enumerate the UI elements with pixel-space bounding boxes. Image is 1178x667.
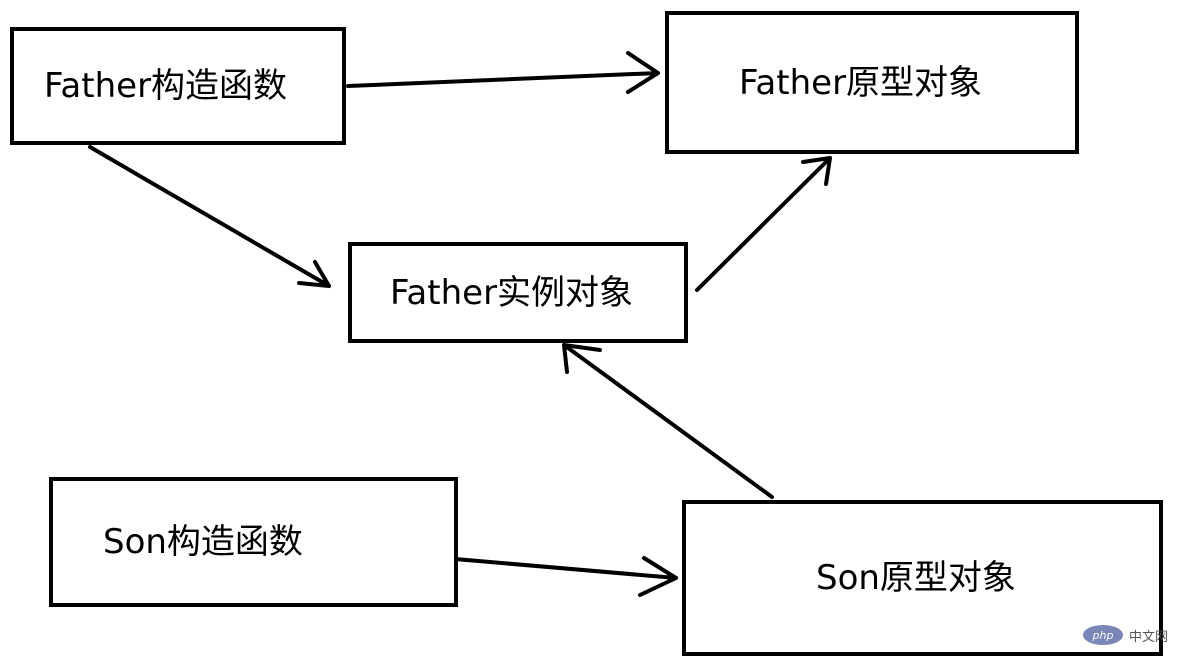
node-father-constructor: Father构造函数 (10, 27, 346, 145)
php-logo-icon: php (1082, 625, 1123, 645)
node-father-prototype: Father原型对象 (665, 11, 1079, 154)
node-father-constructor-label: Father构造函数 (44, 66, 288, 106)
node-son-constructor: Son构造函数 (49, 477, 458, 607)
edge-son-proto-to-father-inst (562, 343, 774, 499)
edge-father-ctor-to-father-inst (88, 145, 331, 288)
php-logo-text: php (1092, 628, 1114, 642)
node-son-constructor-label: Son构造函数 (103, 522, 303, 562)
edge-son-ctor-to-son-proto (453, 556, 678, 597)
node-father-prototype-label: Father原型对象 (739, 62, 983, 103)
node-father-instance: Father实例对象 (348, 242, 688, 343)
node-son-prototype: Son原型对象 (682, 500, 1163, 656)
edge-father-ctor-to-father-proto (346, 51, 660, 94)
node-father-instance-label: Father实例对象 (390, 272, 634, 313)
watermark-site-text: 中文网 (1128, 629, 1168, 645)
site-watermark: php 中文网 (1082, 625, 1168, 645)
edge-father-inst-to-father-proto (695, 156, 832, 292)
node-son-prototype-label: Son原型对象 (816, 558, 1016, 598)
